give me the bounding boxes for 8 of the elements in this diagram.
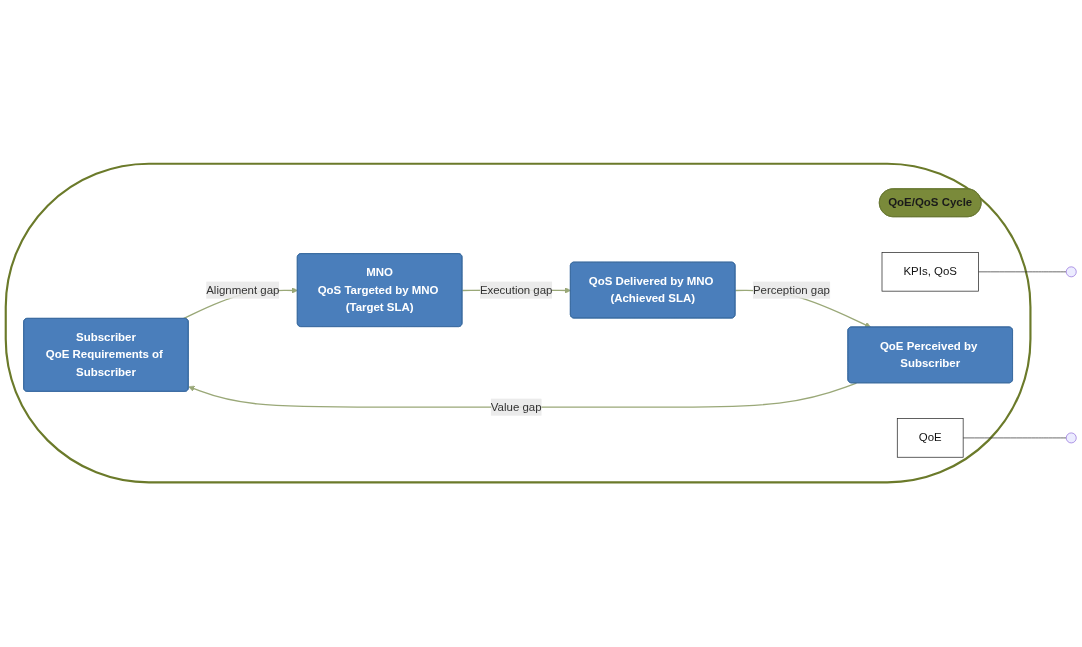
edge-label: Alignment gap [206, 284, 280, 297]
edge-label: Execution gap [479, 284, 553, 297]
connector [962, 438, 1067, 439]
connector [978, 271, 1067, 273]
node-box: QoE [896, 418, 964, 459]
edge-label: Perception gap [752, 284, 830, 297]
node-box: KPIs, QoS [881, 252, 979, 292]
edge-label: Value gap [490, 401, 542, 414]
